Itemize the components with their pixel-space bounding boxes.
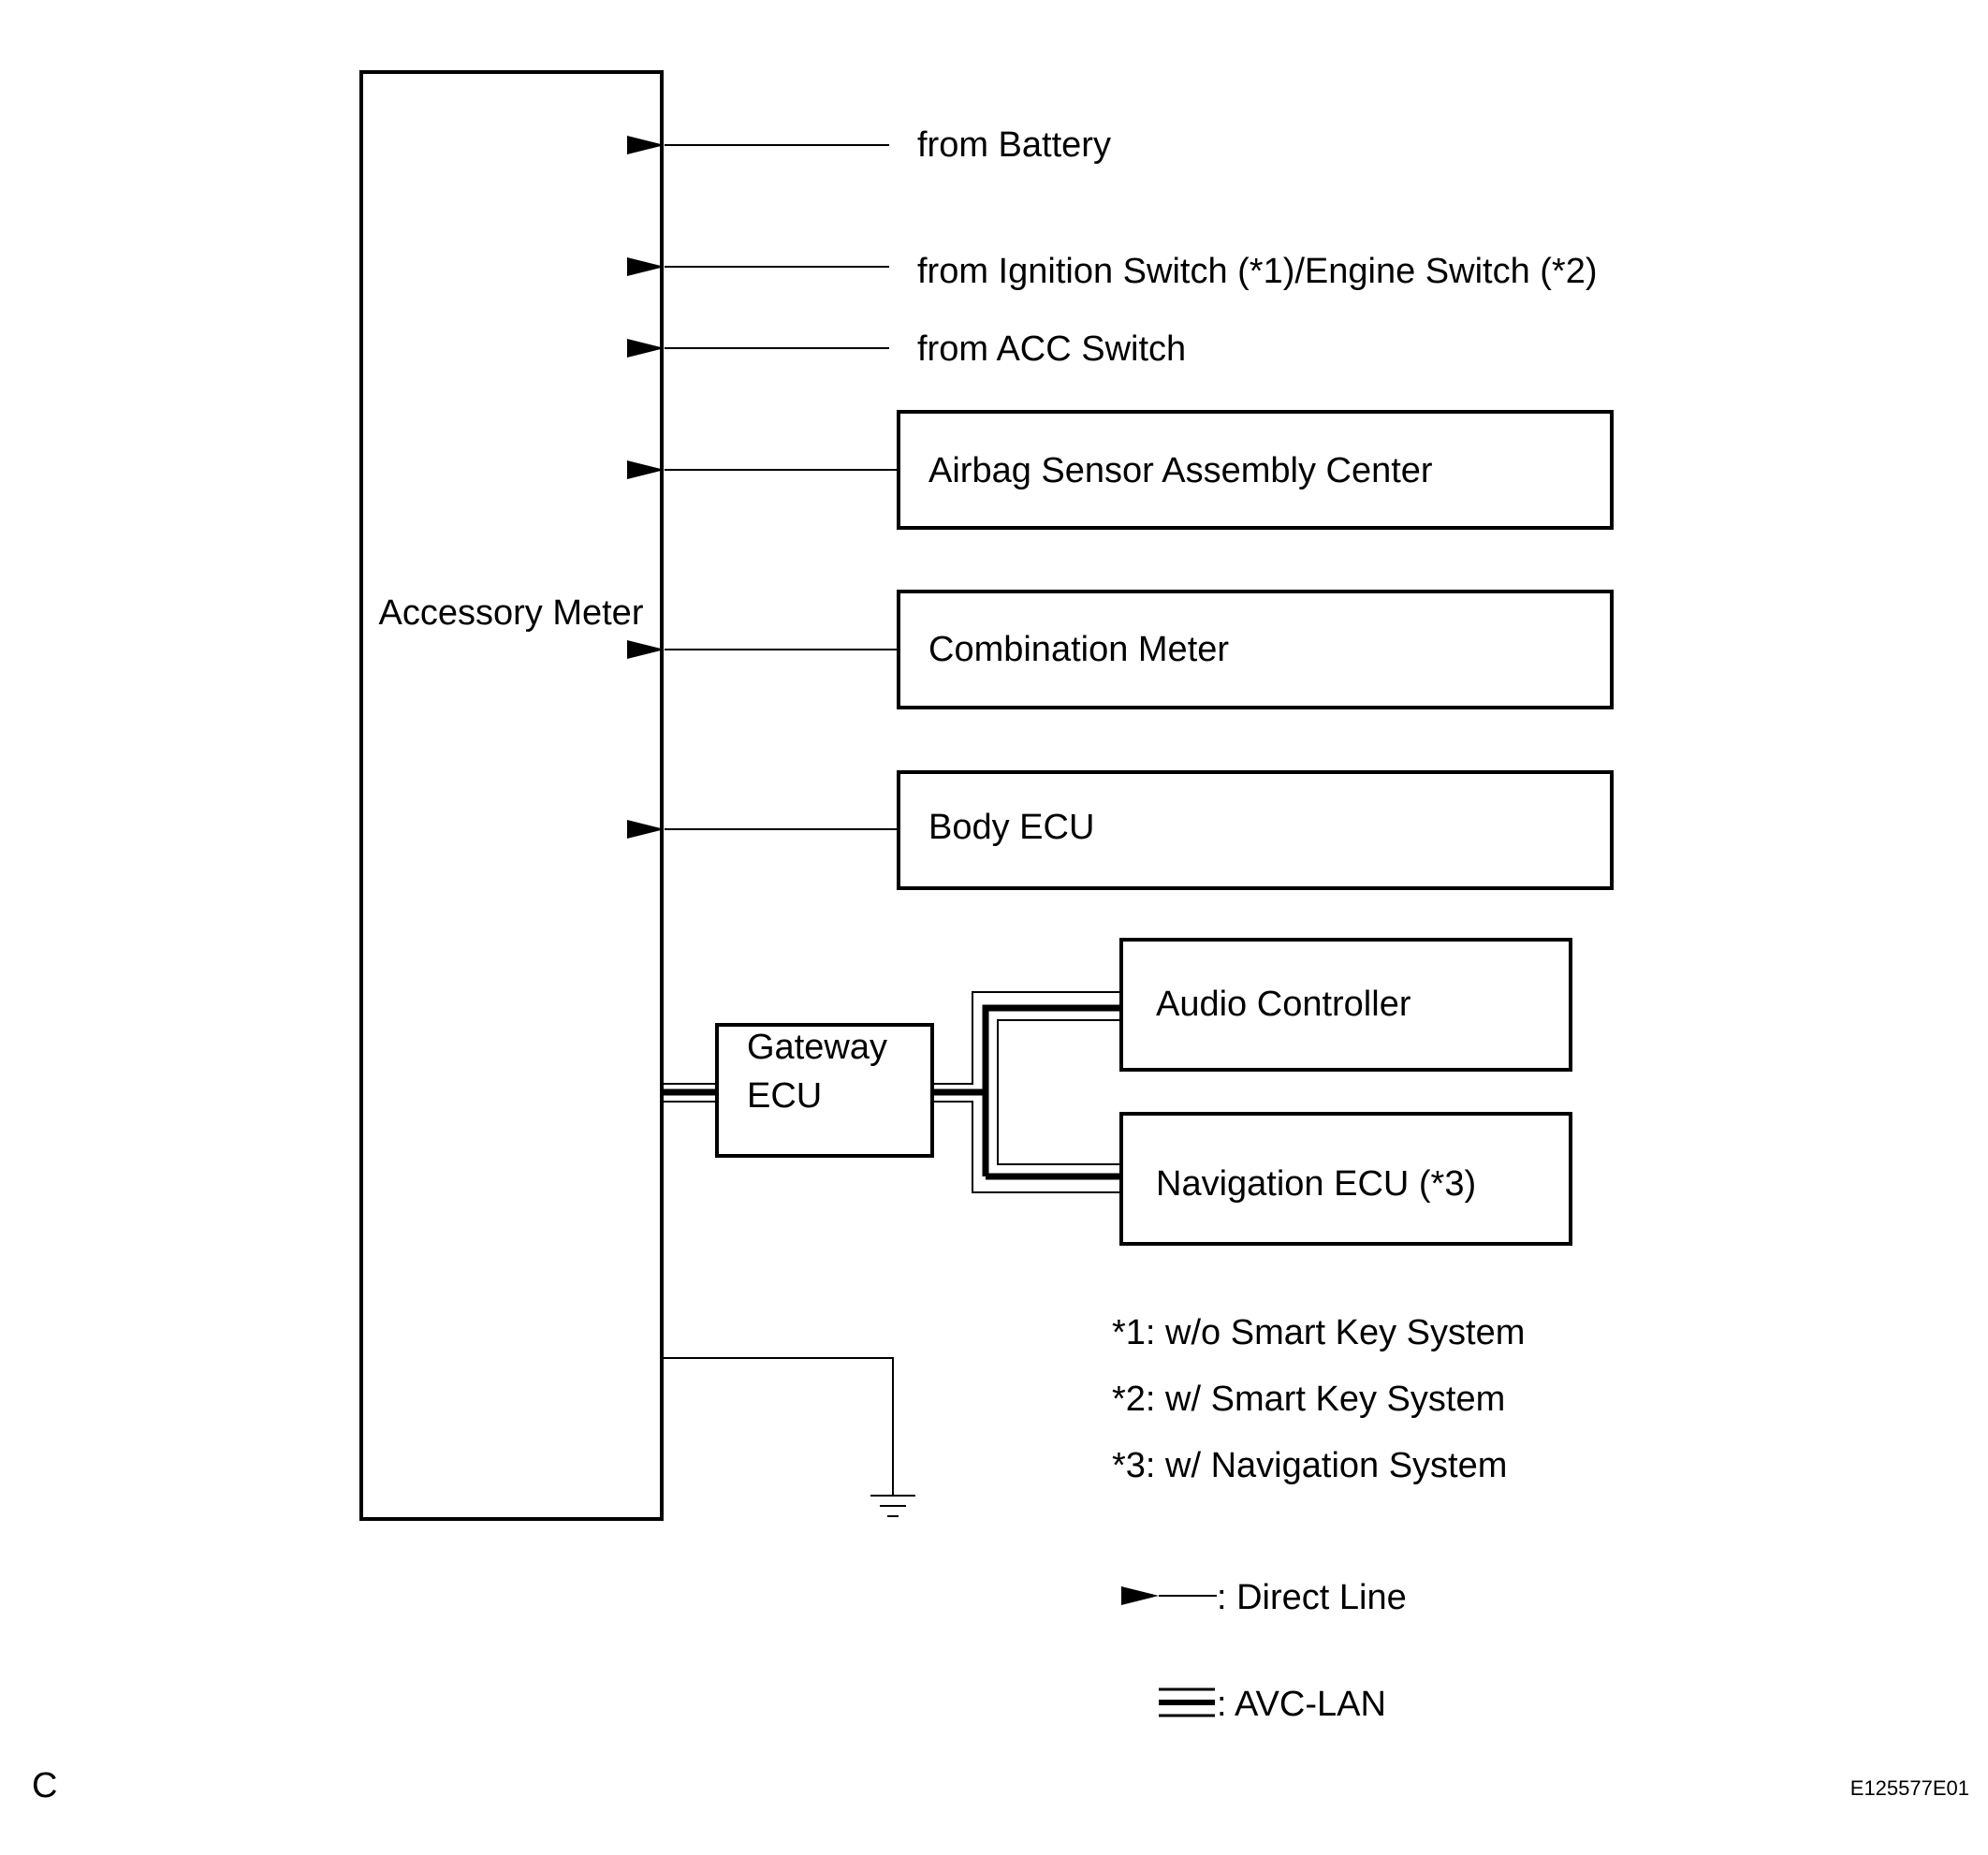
input-acc: from ACC Switch: [627, 329, 1186, 369]
note-2: *2: w/ Smart Key System: [1112, 1380, 1505, 1419]
module-airbag: Airbag Sensor Assembly Center: [627, 410, 1614, 530]
body-ecu-label: Body ECU: [928, 808, 1094, 847]
legend-direct-line-label: : Direct Line: [1217, 1578, 1407, 1617]
avc-lan-meter-gateway: [662, 1083, 717, 1103]
legend-avc-lan-symbol: [1159, 1687, 1215, 1717]
navigation-ecu-label: Navigation ECU (*3): [1156, 1164, 1476, 1204]
avc-lan-gateway-devices: [932, 991, 1121, 1193]
acc-label: from ACC Switch: [917, 329, 1186, 369]
combination-meter-label: Combination Meter: [928, 630, 1229, 669]
note-3: *3: w/ Navigation System: [1112, 1446, 1507, 1485]
accessory-meter-label: Accessory Meter: [379, 593, 644, 633]
legend: : Direct Line : AVC-LAN: [1121, 1578, 1407, 1724]
figure-id: E125577E01: [1850, 1776, 1969, 1800]
gateway-ecu-line1: Gateway: [747, 1028, 887, 1067]
airbag-label: Airbag Sensor Assembly Center: [928, 451, 1433, 490]
ground-connection: [662, 1357, 915, 1517]
module-combination-meter: Combination Meter: [627, 590, 1614, 709]
input-ignition: from Ignition Switch (*1)/Engine Switch …: [627, 252, 1598, 291]
note-1: *1: w/o Smart Key System: [1112, 1313, 1525, 1352]
input-battery: from Battery: [627, 125, 1111, 165]
notes: *1: w/o Smart Key System *2: w/ Smart Ke…: [1112, 1313, 1525, 1485]
battery-label: from Battery: [917, 125, 1111, 165]
gateway-ecu-line2: ECU: [747, 1076, 822, 1116]
navigation-ecu: Navigation ECU (*3): [1119, 1112, 1572, 1246]
corner-letter: C: [32, 1766, 57, 1805]
accessory-meter-block: Accessory Meter: [359, 70, 664, 1521]
audio-controller-label: Audio Controller: [1156, 985, 1411, 1024]
module-body-ecu: Body ECU: [627, 770, 1614, 890]
audio-controller: Audio Controller: [1119, 938, 1572, 1072]
ignition-label: from Ignition Switch (*1)/Engine Switch …: [917, 252, 1598, 291]
gateway-ecu: Gateway ECU: [715, 1023, 934, 1158]
legend-avc-lan-label: : AVC-LAN: [1217, 1685, 1386, 1724]
